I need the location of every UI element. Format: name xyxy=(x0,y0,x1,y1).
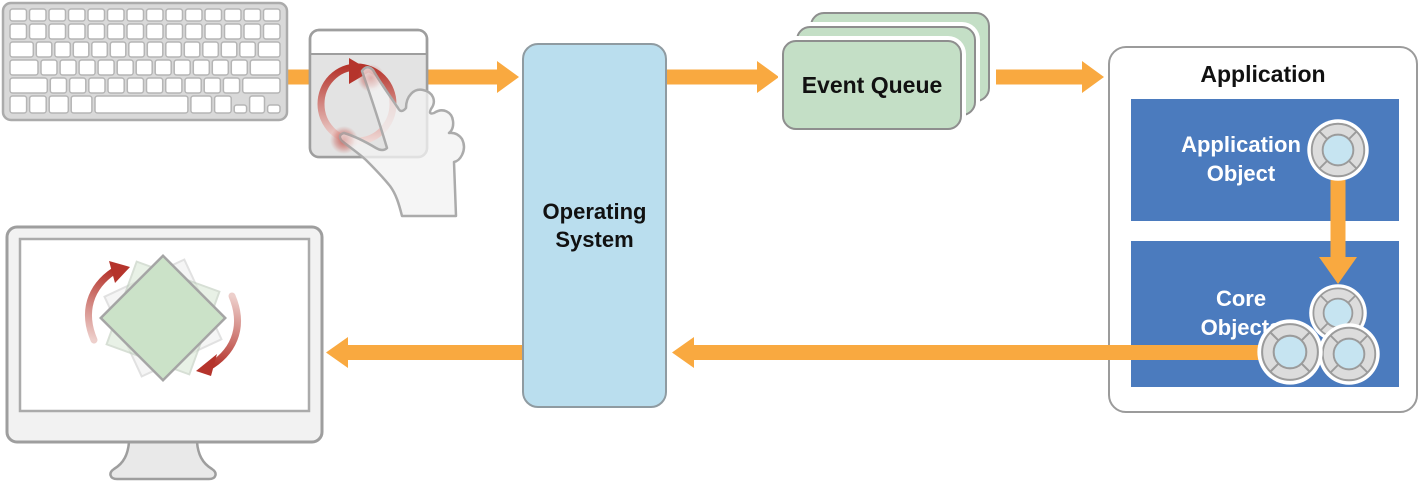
trackpad-rotate-gesture-icon xyxy=(308,28,466,218)
monitor-screen xyxy=(18,237,311,413)
rotate-arrowhead-left xyxy=(109,261,130,283)
core-objects-label: Core Objects xyxy=(1200,286,1282,340)
rotate-arrowhead-right xyxy=(196,354,217,376)
arrow-queue-to-app xyxy=(996,61,1104,93)
rotate-arrowhead xyxy=(349,58,371,84)
node-event-queue: Event Queue xyxy=(782,40,962,130)
thumb-glow xyxy=(330,126,358,154)
application-object-label: Application Object xyxy=(1181,132,1301,186)
ghost-square-2 xyxy=(103,258,223,378)
ghost-square-1 xyxy=(105,260,221,376)
keyboard-icon xyxy=(1,1,289,122)
hand-icon xyxy=(338,66,466,218)
monitor-rotating-square-icon xyxy=(5,225,324,481)
event-queue-label: Event Queue xyxy=(801,71,943,98)
node-application-object: Application Object xyxy=(1131,99,1399,221)
arrow-os-to-display xyxy=(326,337,522,368)
monitor-stand xyxy=(109,440,217,481)
node-core-objects: Core Objects xyxy=(1131,241,1399,387)
fingertip-glow xyxy=(357,64,385,92)
rotating-square xyxy=(99,254,227,382)
flow-arrows xyxy=(286,61,1104,368)
application-title: Application xyxy=(1200,61,1326,87)
node-operating-system: Operating System xyxy=(522,43,667,408)
operating-system-label: Operating System xyxy=(542,198,647,252)
arrow-input-to-os xyxy=(286,61,519,93)
arrow-os-to-queue xyxy=(666,61,779,93)
node-application: Application Application Object Core Obje… xyxy=(1108,46,1418,413)
